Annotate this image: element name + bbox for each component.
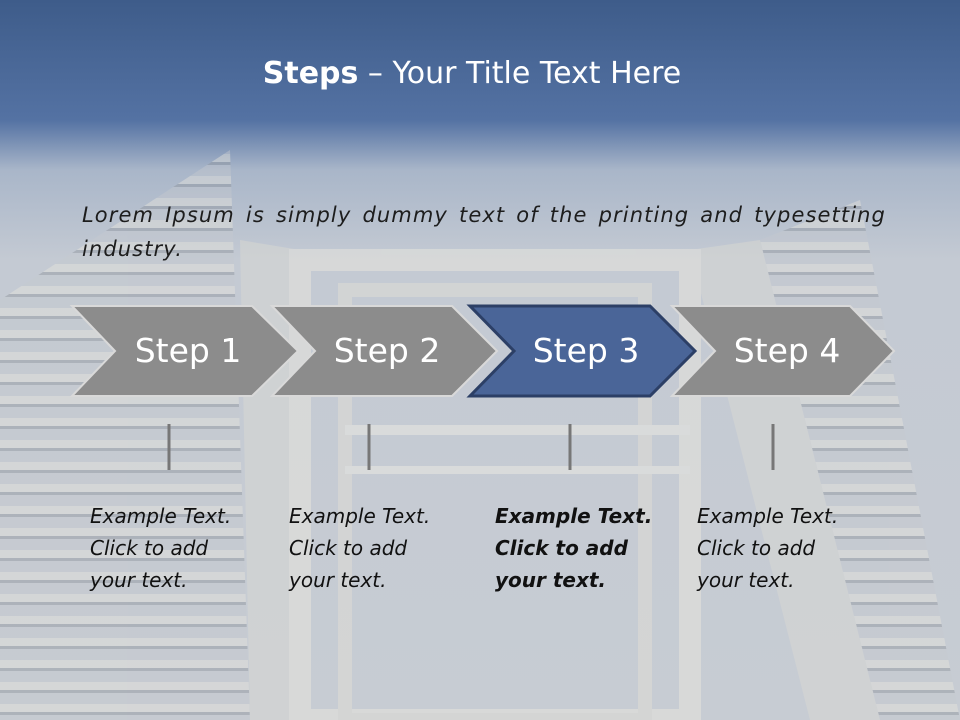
step-1-chevron[interactable]: Step 1 bbox=[69, 305, 300, 397]
step-1-label: Step 1 bbox=[135, 331, 242, 370]
slide-title-bold: Steps bbox=[262, 56, 359, 91]
step-3-label: Step 3 bbox=[533, 331, 640, 370]
step-3-chevron[interactable]: Step 3 bbox=[466, 304, 698, 398]
step-4-label: Step 4 bbox=[734, 331, 841, 370]
step-2-description[interactable]: Example Text. Click to add your text. bbox=[289, 500, 459, 596]
slide-title-rest: – Your Title Text Here bbox=[358, 56, 682, 91]
slide-title: Steps – Your Title Text Here bbox=[0, 54, 944, 94]
step-1-description[interactable]: Example Text. Click to add your text. bbox=[90, 500, 260, 596]
step-2-chevron[interactable]: Step 2 bbox=[269, 305, 499, 397]
step-4-description[interactable]: Example Text. Click to add your text. bbox=[697, 500, 867, 596]
step-4-desc-line3: your text. bbox=[697, 568, 795, 592]
step-4-desc-line1: Example Text. bbox=[697, 504, 839, 528]
step-3-desc-line2: Click to add bbox=[495, 536, 628, 560]
step-1-desc-line1: Example Text. bbox=[90, 504, 232, 528]
step-1-desc-line2: Click to add bbox=[90, 536, 209, 560]
step-4-chevron[interactable]: Step 4 bbox=[669, 305, 896, 397]
step-2-label: Step 2 bbox=[334, 331, 441, 370]
step-1-desc-line3: your text. bbox=[90, 568, 188, 592]
step-2-desc-line2: Click to add bbox=[289, 536, 408, 560]
step-4-desc-line2: Click to add bbox=[697, 536, 816, 560]
intro-text: Lorem Ipsum is simply dummy text of the … bbox=[82, 203, 886, 261]
step-2-desc-line1: Example Text. bbox=[289, 504, 431, 528]
step-3-desc-line1: Example Text. bbox=[495, 504, 653, 528]
step-2-desc-line3: your text. bbox=[289, 568, 387, 592]
step-3-description[interactable]: Example Text. Click to add your text. bbox=[495, 500, 665, 596]
step-3-desc-line3: your text. bbox=[495, 568, 607, 592]
